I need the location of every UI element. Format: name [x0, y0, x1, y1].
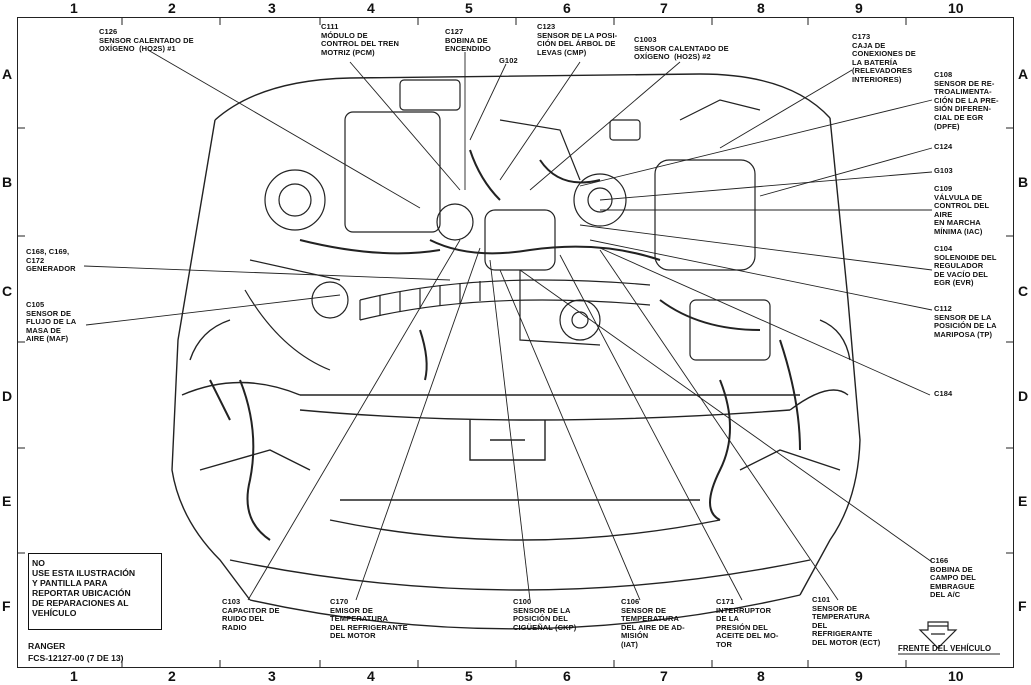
grid-row-left-A: A: [2, 66, 13, 82]
grid-col-top-9: 9: [855, 0, 863, 16]
grid-row-left-C: C: [2, 283, 13, 299]
grid-col-bottom-3: 3: [268, 668, 276, 684]
label-c104: C104 SOLENOIDE DEL REGULADOR DE VACÍO DE…: [934, 244, 997, 288]
callout-leader-lines: [83, 49, 933, 601]
grid-col-top-6: 6: [563, 0, 571, 16]
wiring-harness: [209, 149, 801, 541]
grid-row-right-A: A: [1018, 66, 1029, 82]
grid-row-right-F: F: [1018, 598, 1027, 614]
grid-col-bottom-1: 1: [70, 668, 78, 684]
label-c111: C111 MÓDULO DE CONTROL DEL TREN MOTRIZ (…: [321, 22, 399, 57]
grid-col-top-1: 1: [70, 0, 78, 16]
warning-box: NO USE ESTA ILUSTRACIÓN Y PANTILLA PARA …: [28, 553, 162, 630]
label-c168-c169-c172: C168, C169, C172 GENERADOR: [26, 247, 76, 274]
grid-row-right-D: D: [1018, 388, 1029, 404]
label-c123: C123 SENSOR DE LA POSI- CIÓN DEL ÁRBOL D…: [537, 22, 618, 57]
label-c127: C127 BOBINA DE ENCENDIDO: [445, 27, 491, 54]
grid-row-right-B: B: [1018, 174, 1029, 190]
grid-col-top-3: 3: [268, 0, 276, 16]
label-c103: C103 CAPACITOR DE RUIDO DEL RADIO: [222, 597, 280, 632]
front-of-vehicle-label: FRENTE DEL VEHÍCULO: [898, 644, 992, 653]
grid-col-bottom-5: 5: [465, 668, 473, 684]
grid-col-bottom-8: 8: [757, 668, 765, 684]
grid-col-bottom-6: 6: [563, 668, 571, 684]
label-c1003: C1003 SENSOR CALENTADO DE OXÍGENO (HO2S)…: [634, 35, 729, 62]
label-c166: C166 BOBINA DE CAMPO DEL EMBRAGUE DEL A/…: [930, 556, 976, 600]
model-name: RANGER: [28, 641, 66, 651]
label-c101: C101 SENSOR DE TEMPERATURA DEL REFRIGERA…: [812, 595, 881, 647]
grid-col-bottom-7: 7: [660, 668, 668, 684]
label-c170: C170 EMISOR DE TEMPERATURA DEL REFRIGERA…: [330, 597, 408, 641]
grid-row-left-E: E: [2, 493, 12, 509]
grid-row-right-E: E: [1018, 493, 1028, 509]
grid-col-top-7: 7: [660, 0, 668, 16]
grid-row-left-B: B: [2, 174, 13, 190]
label-c126: C126 SENSOR CALENTADO DE OXÍGENO (HO2S) …: [99, 27, 194, 54]
label-c112: C112 SENSOR DE LA POSICIÓN DE LA MARIPOS…: [934, 304, 997, 339]
label-c184: C184: [934, 389, 953, 398]
figure-code: FCS-12127-00 (7 DE 13): [28, 653, 124, 663]
grid-row-right-C: C: [1018, 283, 1029, 299]
label-g102: G102: [499, 56, 518, 65]
grid-col-bottom-9: 9: [855, 668, 863, 684]
label-c105: C105 SENSOR DE FLUJO DE LA MASA DE AIRE …: [26, 300, 77, 344]
grid-row-left-D: D: [2, 388, 13, 404]
label-c100: C100 SENSOR DE LA POSICIÓN DEL CIGÜEÑAL …: [513, 597, 577, 632]
grid-col-top-4: 4: [367, 0, 375, 16]
grid-col-bottom-4: 4: [367, 668, 375, 684]
grid-row-left-F: F: [2, 598, 11, 614]
vehicle-body: [171, 73, 861, 630]
front-arrow-icon: [898, 621, 1000, 655]
grid-col-top-2: 2: [168, 0, 176, 16]
grid-col-top-5: 5: [465, 0, 473, 16]
grid-col-top-10: 10: [948, 0, 964, 16]
label-c108: C108 SENSOR DE RE- TROALIMENTA- CIÓN DE …: [934, 70, 999, 131]
grid-col-bottom-2: 2: [168, 668, 176, 684]
grid-col-top-8: 8: [757, 0, 765, 16]
label-c124: C124: [934, 142, 953, 151]
grid-col-bottom-10: 10: [948, 668, 964, 684]
label-c106: C106 SENSOR DE TEMPERATURA DEL AIRE DE A…: [621, 597, 685, 649]
grid-ticks: [17, 17, 1014, 668]
engine-block: [244, 79, 771, 371]
label-c173: C173 CAJA DE CONEXIONES DE LA BATERÍA (R…: [852, 32, 916, 84]
label-c109: C109 VÁLVULA DE CONTROL DEL AIRE EN MARC…: [934, 184, 990, 236]
label-g103: G103: [934, 166, 953, 175]
label-c171: C171 INTERRUPTOR DE LA PRESIÓN DEL ACEIT…: [716, 597, 779, 649]
